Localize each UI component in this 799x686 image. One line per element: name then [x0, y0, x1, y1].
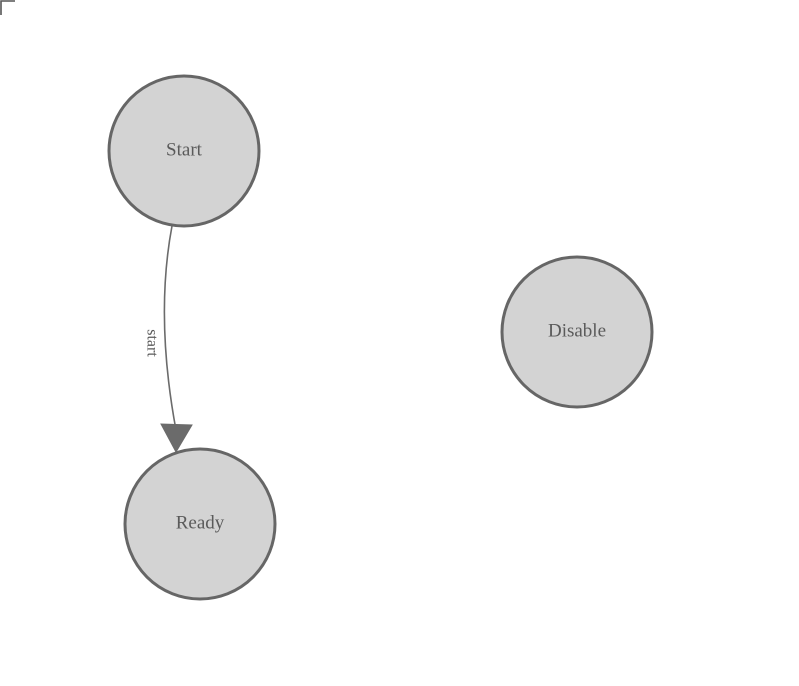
state-node-label: Disable	[548, 320, 606, 341]
state-node-disable[interactable]: Disable	[500, 255, 654, 409]
arrowhead-icon	[160, 423, 193, 454]
state-node-circle	[107, 74, 261, 228]
edge-line	[163, 225, 177, 431]
state-node-circle	[123, 447, 277, 601]
state-node-label: Start	[166, 139, 203, 160]
state-node-ready[interactable]: Ready	[123, 447, 277, 601]
edge-start-to-ready[interactable]: start	[143, 225, 193, 454]
state-node-circle	[500, 255, 654, 409]
edge-label-start: start	[143, 329, 160, 357]
state-node-label: Ready	[176, 512, 225, 533]
viewport-corner-mark	[0, 0, 15, 15]
state-node-start[interactable]: Start	[107, 74, 261, 228]
